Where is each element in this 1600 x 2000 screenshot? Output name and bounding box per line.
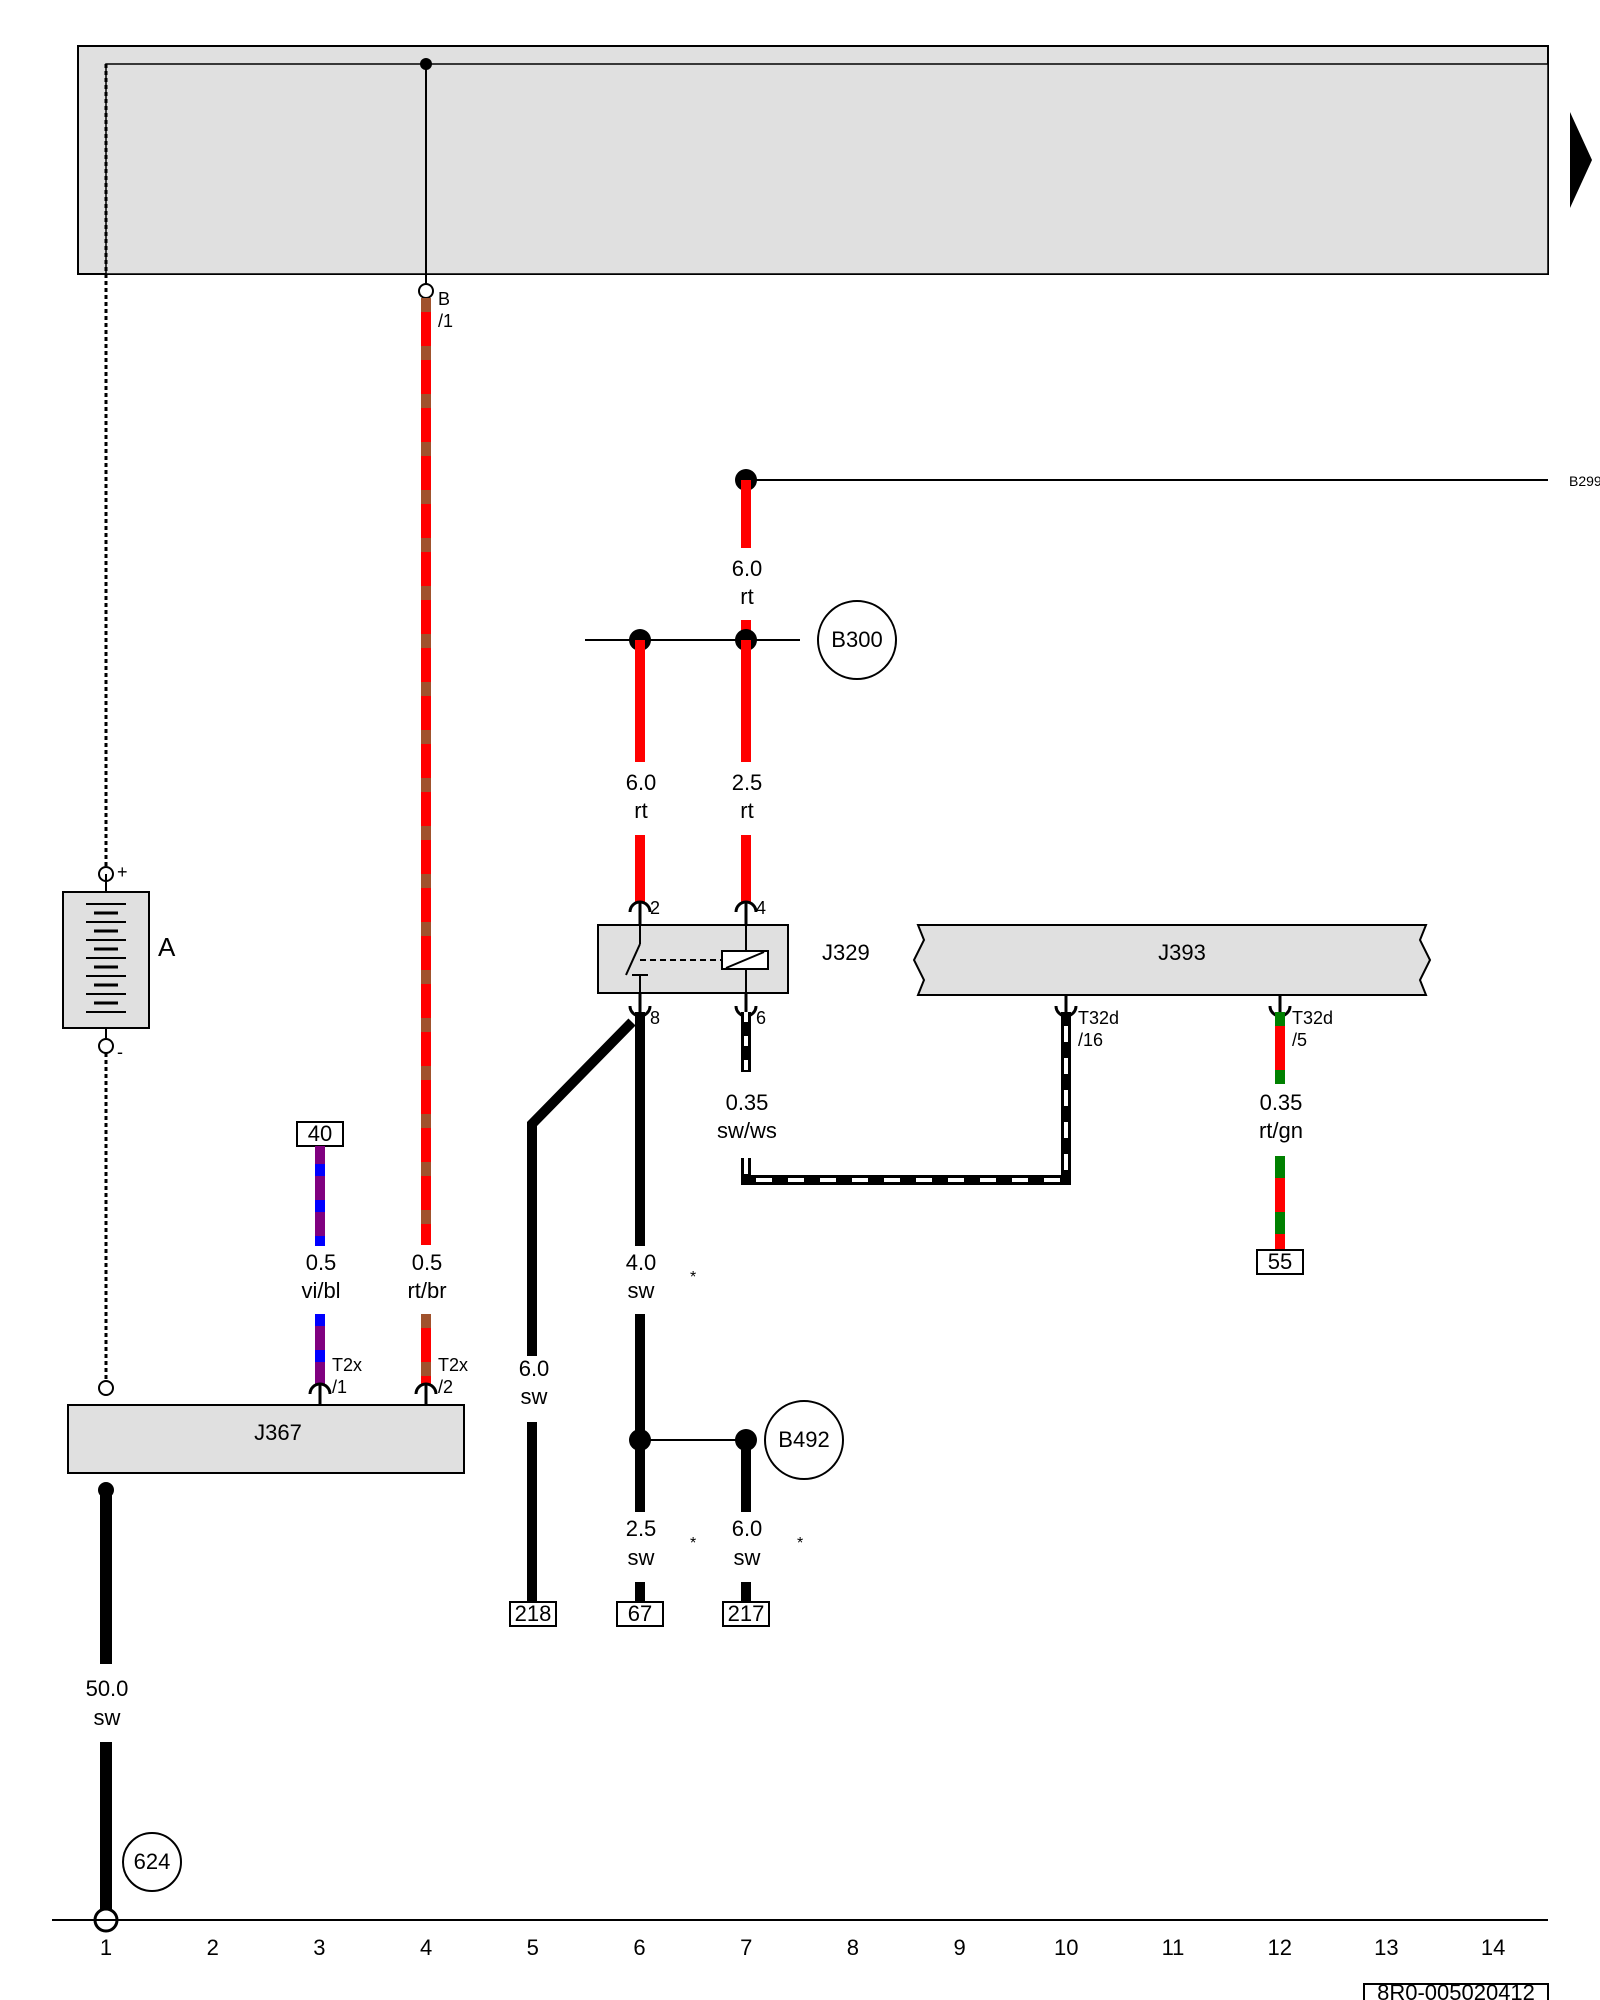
connector-b299-label[interactable]: B299 <box>1569 473 1600 489</box>
ref-67-box[interactable] <box>616 1601 664 1627</box>
column-number: 14 <box>1481 1935 1505 1960</box>
column-number: 12 <box>1267 1935 1291 1960</box>
wire-rtgn-size: 0.35 <box>1260 1090 1303 1115</box>
battery-symbol <box>62 874 150 1046</box>
wire-b299-size: 6.0 <box>732 556 763 581</box>
j393-label: J393 <box>1158 940 1206 965</box>
wire-217-size: 6.0 <box>732 1516 763 1541</box>
b492-circle[interactable] <box>764 1400 844 1480</box>
ref-67-label: 67 <box>628 1601 652 1626</box>
column-number: 6 <box>633 1935 645 1960</box>
column-number: 1 <box>100 1935 112 1960</box>
doc-number: 8R0-005020412 <box>1377 1980 1535 2000</box>
column-number: 5 <box>527 1935 539 1960</box>
ref-218-box[interactable] <box>509 1601 557 1627</box>
pin-j329-4: 4 <box>756 898 766 918</box>
ref-218-label: 218 <box>515 1601 552 1626</box>
column-number: 10 <box>1054 1935 1078 1960</box>
battery-plus-label: + <box>117 862 128 882</box>
pin-t32d16-b: /16 <box>1078 1030 1103 1050</box>
j393-box[interactable] <box>912 924 1432 996</box>
wire-vibl-size: 0.5 <box>306 1250 337 1275</box>
pin-t32d5-a: T32d <box>1292 1008 1333 1028</box>
pin-t32d5-b: /5 <box>1292 1030 1307 1050</box>
j367-terminal <box>98 1380 114 1396</box>
pin-b-number: /1 <box>438 311 453 331</box>
pin-t2x1-b: /1 <box>332 1377 347 1397</box>
pin-b-letter: B <box>438 289 450 309</box>
wire-j329-6-color: sw/ws <box>717 1118 777 1143</box>
column-number: 2 <box>207 1935 219 1960</box>
column-number: 7 <box>740 1935 752 1960</box>
wire-ground-size: 50.0 <box>86 1676 129 1701</box>
wire-j329-4-color: rt <box>740 798 753 823</box>
ref-55-box[interactable] <box>1256 1249 1304 1275</box>
pin-j329-6: 6 <box>756 1008 766 1028</box>
pin-t2x2-b: /2 <box>438 1377 453 1397</box>
wire-j329-4-size: 2.5 <box>732 770 763 795</box>
j329-relay-symbol <box>625 925 769 993</box>
ref-217-label: 217 <box>728 1601 765 1626</box>
wire-218-upper <box>527 1018 636 1356</box>
column-number: 11 <box>1162 1935 1185 1960</box>
b492-label: B492 <box>778 1427 829 1452</box>
ref-55-label: 55 <box>1268 1249 1292 1274</box>
panel-junction <box>420 58 432 70</box>
j329-label: J329 <box>822 940 870 965</box>
top-panel-inner <box>105 63 1549 275</box>
wire-j329-8-color: sw <box>628 1278 655 1303</box>
pin-t2x1-a: T2x <box>332 1355 362 1375</box>
wire-b299-color: rt <box>740 584 753 609</box>
wire-rtgn-color: rt/gn <box>1259 1118 1303 1143</box>
wire-j329-6-size: 0.35 <box>726 1090 769 1115</box>
j367-box[interactable] <box>67 1404 465 1474</box>
wire-rtbr-size: 0.5 <box>412 1250 443 1275</box>
wire-67-size: 2.5 <box>626 1516 657 1541</box>
battery-terminal-minus <box>98 1038 114 1054</box>
wire-vibl-color: vi/bl <box>301 1278 340 1303</box>
wire-j329-8-size: 4.0 <box>626 1250 657 1275</box>
wire-sw-ws <box>741 1012 1071 1185</box>
pin-t2x2-a: T2x <box>438 1355 468 1375</box>
footnote-marker: * <box>690 1535 696 1552</box>
wire-218-color: sw <box>521 1384 548 1409</box>
ground-624-label: 624 <box>134 1849 171 1874</box>
wire-j329-2-size: 6.0 <box>626 770 657 795</box>
panel-pin-b1 <box>418 283 434 299</box>
column-number: 13 <box>1374 1935 1398 1960</box>
wire-j329-2-color: rt <box>634 798 647 823</box>
pin-t32d16-connector <box>1054 1005 1078 1018</box>
doc-number-box <box>1363 1983 1549 2000</box>
b492-junction-left <box>629 1429 651 1451</box>
j367-label: J367 <box>254 1420 302 1445</box>
ref-217-box[interactable] <box>722 1601 770 1627</box>
wire-rtbr-color: rt/br <box>407 1278 446 1303</box>
column-number: 9 <box>953 1935 965 1960</box>
column-number: 4 <box>420 1935 432 1960</box>
b300-label: B300 <box>831 627 882 652</box>
battery-label: A <box>158 932 176 962</box>
wire-sw-ws-stripe <box>744 1012 1068 1182</box>
column-number: 8 <box>847 1935 859 1960</box>
continuation-arrow-icon[interactable] <box>1570 112 1592 208</box>
wire-217-color: sw <box>734 1545 761 1570</box>
footnote-marker: * <box>690 1269 696 1286</box>
pin-t32d16-a: T32d <box>1078 1008 1119 1028</box>
wire-218-size: 6.0 <box>519 1356 550 1381</box>
ref-40-label: 40 <box>308 1121 332 1146</box>
pin-j329-2: 2 <box>650 898 660 918</box>
wire-67-color: sw <box>628 1545 655 1570</box>
pin-j329-8: 8 <box>650 1008 660 1028</box>
battery-minus-label: - <box>117 1042 123 1062</box>
b300-circle[interactable] <box>817 600 897 680</box>
column-number: 3 <box>313 1935 325 1960</box>
footnote-marker: * <box>797 1535 803 1552</box>
wire-ground-color: sw <box>94 1705 121 1730</box>
ground-624-circle[interactable] <box>122 1832 182 1892</box>
